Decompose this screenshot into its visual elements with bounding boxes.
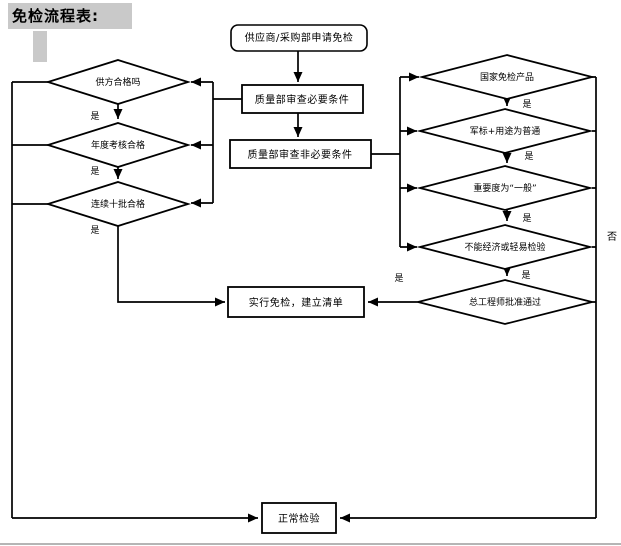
left-diamond-3[interactable]: 连续十批合格 xyxy=(44,181,192,227)
no-label: 否 xyxy=(607,231,617,243)
required-conditions-shape xyxy=(241,84,364,114)
right-diamond-5-shape xyxy=(417,279,593,325)
exempt-box-shape xyxy=(227,286,365,318)
start-node[interactable]: 供应商/采购部申请免检 xyxy=(230,24,368,52)
left-diamond-1-shape xyxy=(44,59,192,105)
right-diamond-1-label: 国家免检产品 xyxy=(480,71,534,83)
optional-conditions-shape xyxy=(229,139,372,169)
right-diamond-3-shape xyxy=(416,165,594,211)
left-diamond-2[interactable]: 年度考核合格 xyxy=(44,122,192,168)
yes-label: 是 xyxy=(522,213,531,224)
normal-inspection-shape xyxy=(261,502,337,534)
left-diamond-1[interactable]: 供方合格吗 xyxy=(44,59,192,105)
start-node-label: 供应商/采购部申请免检 xyxy=(245,31,354,44)
normal-inspection-label: 正常检验 xyxy=(278,512,320,525)
optional-conditions-label: 质量部审查非必要条件 xyxy=(248,148,353,161)
normal-inspection-box[interactable]: 正常检验 xyxy=(261,502,337,534)
selection-highlight-strip xyxy=(33,31,47,62)
connector-arrows xyxy=(12,51,596,523)
right-diamond-4-shape xyxy=(416,224,594,270)
connector-rails xyxy=(11,76,597,518)
left-diamond-3-shape xyxy=(44,181,192,227)
yes-label: 是 xyxy=(90,166,99,177)
left-diamond-1-label: 供方合格吗 xyxy=(95,76,140,88)
left-diamond-2-label: 年度考核合格 xyxy=(91,139,145,151)
page-title: 免检流程表: xyxy=(8,3,132,29)
yes-label: 是 xyxy=(524,151,533,162)
window-bottom-edge xyxy=(0,543,621,545)
right-diamond-1-shape xyxy=(418,54,596,100)
branch-labels: 是 是 是 是 是 是 是 是 否 xyxy=(90,99,617,284)
yes-label: 是 xyxy=(90,111,99,122)
exempt-box-label: 实行免检，建立清单 xyxy=(249,296,344,309)
optional-conditions-box[interactable]: 质量部审查非必要条件 xyxy=(229,139,372,169)
right-diamond-5[interactable]: 总工程师批准通过 xyxy=(417,279,593,325)
right-diamond-3-label: 重要度为“一般” xyxy=(473,182,536,194)
yes-label: 是 xyxy=(394,273,403,284)
exempt-box[interactable]: 实行免检，建立清单 xyxy=(227,286,365,318)
right-diamond-3[interactable]: 重要度为“一般” xyxy=(416,165,594,211)
start-node-shape xyxy=(230,24,368,52)
right-diamond-2[interactable]: 军标+用途为普通 xyxy=(416,108,594,154)
right-diamond-5-label: 总工程师批准通过 xyxy=(469,296,541,308)
left-diamond-3-label: 连续十批合格 xyxy=(91,198,145,210)
yes-label: 是 xyxy=(522,99,531,110)
right-diamond-1[interactable]: 国家免检产品 xyxy=(418,54,596,100)
right-diamond-2-label: 军标+用途为普通 xyxy=(470,125,541,137)
right-diamond-2-shape xyxy=(416,108,594,154)
yes-label: 是 xyxy=(90,225,99,236)
right-diamond-4-label: 不能经济或轻易检验 xyxy=(464,241,545,253)
left-diamond-2-shape xyxy=(44,122,192,168)
required-conditions-label: 质量部审查必要条件 xyxy=(255,93,350,106)
right-diamond-4[interactable]: 不能经济或轻易检验 xyxy=(416,224,594,270)
yes-label: 是 xyxy=(521,270,530,281)
required-conditions-box[interactable]: 质量部审查必要条件 xyxy=(241,84,364,114)
